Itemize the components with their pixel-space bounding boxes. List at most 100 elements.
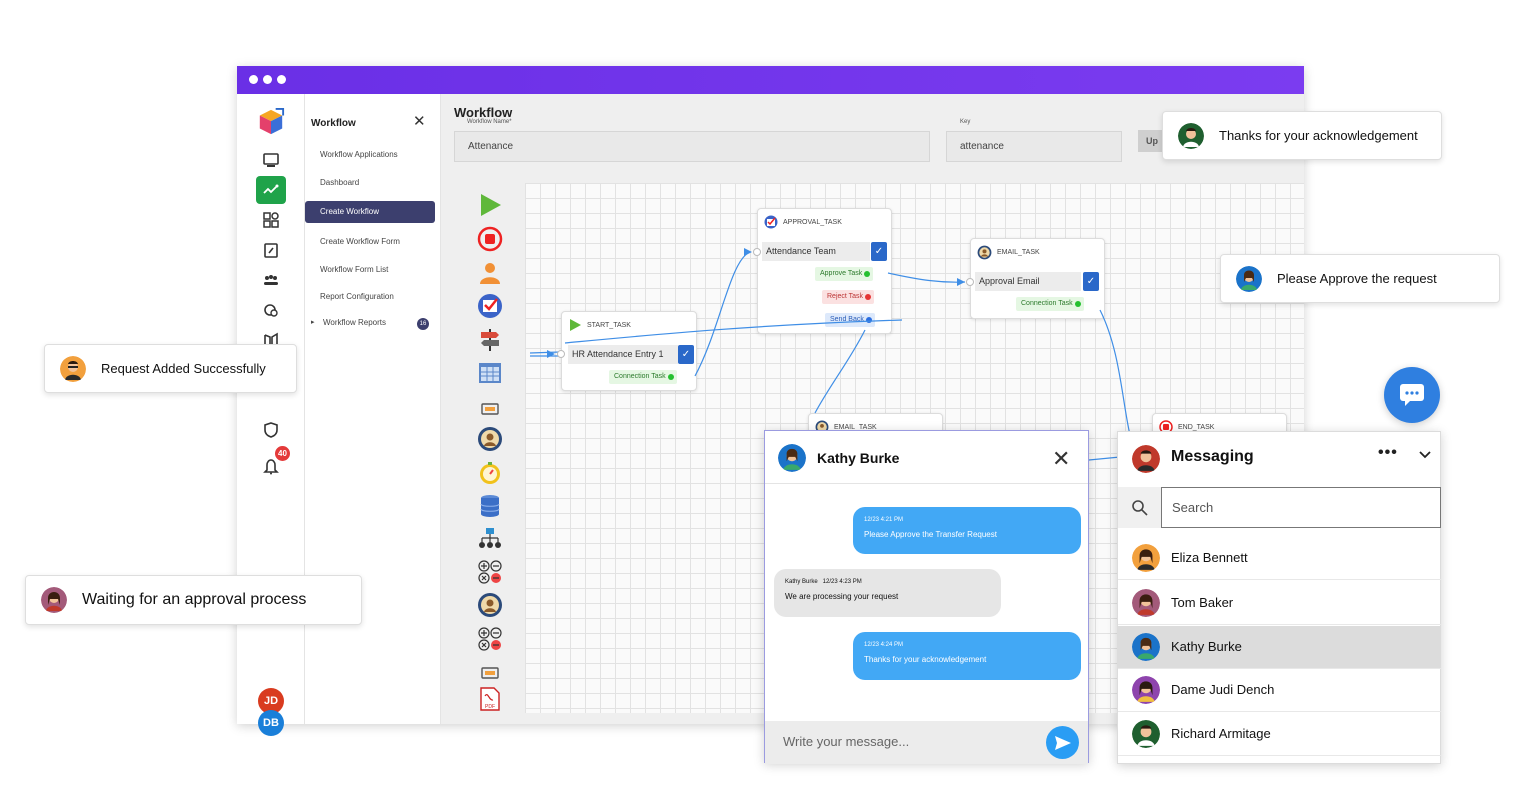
grid-apps-icon[interactable] (256, 206, 286, 234)
contact-name: Eliza Bennett (1171, 550, 1248, 565)
connector-dot-icon[interactable] (667, 374, 674, 380)
window-dot-icon[interactable] (277, 75, 286, 84)
node-title: START_TASK (587, 321, 631, 329)
send-icon (1054, 735, 1071, 750)
connector-dot-icon[interactable] (865, 294, 872, 300)
email-task-icon[interactable] (477, 426, 503, 452)
avatar (1132, 589, 1160, 617)
close-icon[interactable]: ✕ (413, 113, 426, 130)
hierarchy-task-icon[interactable] (477, 526, 503, 552)
approval-task-node[interactable]: APPROVAL_TASK Attendance Team ✓ Approve … (757, 208, 892, 334)
form-task-icon[interactable] (477, 360, 503, 386)
pill-label: Send Back (830, 316, 864, 323)
workflow-icon[interactable] (256, 176, 286, 204)
sidebar-item-create-workflow[interactable]: Create Workflow (305, 201, 435, 223)
sidebar-item-report-configuration[interactable]: Report Configuration (320, 292, 394, 301)
messaging-panel: Messaging ••• Search Eliza Bennett Tom B… (1117, 431, 1441, 764)
node-body[interactable]: Attendance Team (762, 242, 870, 261)
message-meta: Kathy Burke 12/23 4:23 PM (785, 579, 862, 585)
chevron-down-icon[interactable] (1418, 450, 1432, 460)
math-operations-icon[interactable] (477, 559, 503, 585)
check-icon[interactable]: ✓ (1083, 272, 1099, 291)
decision-task-icon[interactable] (477, 327, 503, 353)
search-icon[interactable] (1131, 499, 1149, 517)
send-button[interactable] (1046, 726, 1079, 759)
node-body[interactable]: Approval Email (975, 272, 1081, 291)
avatar (1132, 544, 1160, 572)
contact-name: Kathy Burke (1171, 639, 1242, 654)
connector-dot-icon[interactable] (1074, 301, 1081, 307)
math-operations-icon-2[interactable] (477, 626, 503, 652)
search-input[interactable]: Search (1161, 487, 1441, 528)
pdf-task-icon[interactable]: PDF (477, 686, 503, 712)
timer-task-icon[interactable] (477, 460, 503, 486)
approval-task-icon[interactable] (477, 293, 503, 319)
email-task-icon-2[interactable] (477, 592, 503, 618)
bell-icon[interactable] (256, 452, 286, 480)
contact-item[interactable]: Eliza Bennett (1118, 537, 1441, 580)
messaging-title: Messaging (1171, 448, 1254, 465)
update-button[interactable]: Up (1138, 130, 1168, 152)
sidebar-item-workflow-reports[interactable]: ▸ Workflow Reports 16 (305, 312, 435, 334)
chat-message-outgoing: 12/23 4:21 PM Please Approve the Transfe… (853, 507, 1081, 554)
end-task-icon[interactable] (477, 226, 503, 252)
reject-task-pill[interactable]: Reject Task (822, 290, 875, 304)
node-title: APPROVAL_TASK (783, 218, 842, 226)
script-task-icon-2[interactable] (477, 660, 503, 686)
contact-item[interactable]: Richard Armitage (1118, 713, 1441, 756)
message-input[interactable]: Write your message... (783, 734, 910, 749)
sidebar-item-dashboard[interactable]: Dashboard (320, 178, 360, 187)
connector-dot-icon[interactable] (864, 271, 871, 277)
message-input-bar[interactable]: Write your message... (765, 721, 1088, 764)
toast-thanks: Thanks for your acknowledgement (1162, 111, 1442, 160)
chat-window: Kathy Burke ✕ 12/23 4:21 PM Please Appro… (764, 430, 1089, 764)
user-task-icon[interactable] (477, 260, 503, 286)
window-dot-icon[interactable] (249, 75, 258, 84)
approve-task-pill[interactable]: Approve Task (815, 267, 874, 281)
start-task-icon[interactable] (477, 192, 503, 218)
sidebar-item-workflow-applications[interactable]: Workflow Applications (320, 150, 398, 159)
toast-text: Request Added Successfully (101, 361, 266, 376)
workflow-name-field[interactable]: Attenance (454, 131, 930, 162)
send-back-pill[interactable]: Send Back (825, 313, 875, 327)
shield-icon[interactable] (256, 416, 286, 444)
chat-fab-button[interactable] (1384, 367, 1440, 423)
window-dot-icon[interactable] (263, 75, 272, 84)
avatar (1236, 265, 1262, 292)
close-icon[interactable]: ✕ (1052, 446, 1071, 471)
email-task-node[interactable]: EMAIL_TASK Approval Email ✓ Connection T… (970, 238, 1105, 319)
contact-name: Dame Judi Dench (1171, 682, 1275, 697)
check-icon[interactable]: ✓ (678, 345, 694, 364)
app-logo-icon[interactable] (256, 106, 286, 138)
start-task-node[interactable]: START_TASK HR Attendance Entry 1 ✓ Conne… (561, 311, 697, 391)
monitor-icon[interactable] (256, 146, 286, 174)
connector-dot-icon[interactable] (865, 317, 872, 323)
connection-task-pill[interactable]: Connection Task (609, 370, 677, 384)
workflow-name-label: Workflow Name* (467, 119, 512, 125)
contact-item[interactable]: Dame Judi Dench (1118, 669, 1441, 712)
message-meta: 12/23 4:24 PM (864, 642, 904, 648)
user-avatar-jd[interactable]: JD (258, 688, 284, 714)
task-palette: PDF (463, 186, 515, 716)
database-task-icon[interactable] (477, 493, 503, 519)
sidebar-item-create-workflow-form[interactable]: Create Workflow Form (320, 237, 400, 246)
users-icon[interactable] (256, 266, 286, 294)
contact-name: Tom Baker (1171, 595, 1234, 610)
script-task-icon[interactable] (477, 396, 503, 422)
clipboard-icon[interactable] (256, 236, 286, 264)
key-field[interactable]: attenance (946, 131, 1122, 162)
settings-shield-icon[interactable] (256, 296, 286, 324)
check-icon[interactable]: ✓ (871, 242, 887, 261)
node-body[interactable]: HR Attendance Entry 1 (568, 345, 678, 364)
node-header: START_TASK (568, 318, 631, 332)
contact-item[interactable]: Tom Baker (1118, 582, 1441, 625)
chat-message-incoming: Kathy Burke 12/23 4:23 PM We are process… (774, 569, 1001, 617)
user-avatar-db[interactable]: DB (258, 710, 284, 736)
more-options-icon[interactable]: ••• (1378, 444, 1398, 461)
avatar (41, 587, 67, 613)
pill-label: Connection Task (1021, 300, 1073, 307)
contact-item-selected[interactable]: Kathy Burke (1118, 626, 1441, 669)
connection-task-pill[interactable]: Connection Task (1016, 297, 1084, 311)
sidebar-item-workflow-form-list[interactable]: Workflow Form List (320, 265, 389, 274)
